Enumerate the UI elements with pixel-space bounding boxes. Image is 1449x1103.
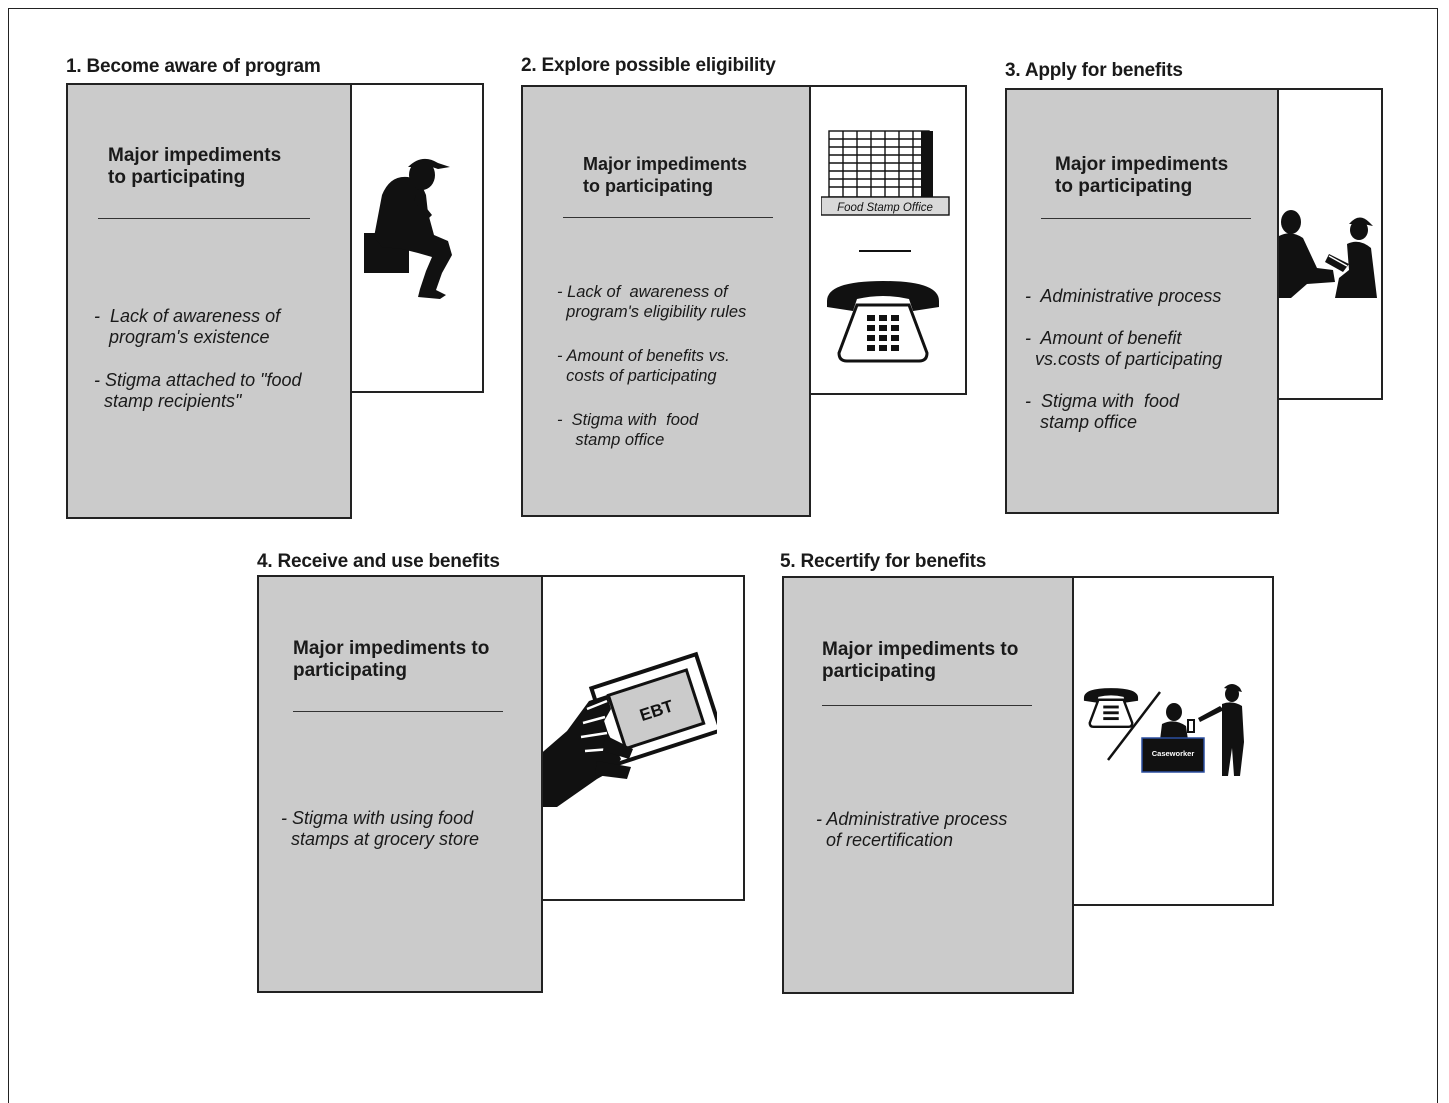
- panel-heading: Major impediments to participating: [583, 154, 748, 196]
- picture-panel: EBT: [535, 575, 745, 901]
- office-label: Food Stamp Office: [837, 202, 933, 214]
- interview-people-icon: [1277, 208, 1381, 304]
- divider: [98, 218, 310, 219]
- caseworker-desk-icon: Caseworker: [1140, 682, 1260, 782]
- panel-heading: Major impediments to participating: [822, 639, 1019, 682]
- text-panel: Major impediments to participating - Lac…: [521, 85, 811, 517]
- picture-panel: [346, 83, 484, 393]
- text-panel: Major impediments to participating - Lac…: [66, 83, 352, 519]
- text-panel: Major impediments to participating - Sti…: [257, 575, 543, 993]
- text-panel: Major impediments to participating - Adm…: [1005, 88, 1279, 514]
- impediment-item: - Amount of benefit vs.costs of particip…: [1025, 328, 1223, 369]
- impediment-item: - Stigma with using food stamps at groce…: [281, 808, 480, 849]
- panel-heading: Major impediments to participating: [1055, 154, 1229, 197]
- panel-heading: Major impediments to participating: [108, 145, 282, 188]
- telephone-icon: [1082, 685, 1140, 729]
- picture-panel: Caseworker: [1066, 576, 1274, 906]
- impediment-item: - Lack of awareness of program's eligibi…: [557, 283, 747, 321]
- impediment-item: - Amount of benefits vs. costs of partic…: [557, 347, 730, 385]
- impediment-item: - Stigma attached to "food stamp recipie…: [94, 370, 302, 411]
- picture-panel: [1271, 88, 1383, 400]
- impediment-item: - Stigma with food stamp office: [1025, 391, 1180, 432]
- divider: [1041, 218, 1251, 219]
- slash-divider: [1104, 690, 1164, 762]
- picture-panel: Food Stamp Office: [803, 85, 967, 395]
- divider: [293, 711, 503, 712]
- hand-holding-card-icon: EBT: [537, 639, 717, 809]
- divider: [859, 250, 911, 252]
- thinking-person-icon: [362, 155, 462, 305]
- panel-heading: Major impediments to participating: [293, 638, 490, 681]
- stage-title: 3. Apply for benefits: [1005, 60, 1183, 81]
- stage-title: 1. Become aware of program: [66, 56, 321, 77]
- impediment-item: - Stigma with food stamp office: [557, 411, 699, 449]
- divider: [563, 217, 773, 218]
- impediment-item: - Administrative process of recertificat…: [816, 809, 1008, 850]
- telephone-icon: [823, 275, 943, 365]
- stage-title: 5. Recertify for benefits: [780, 551, 987, 572]
- figure-frame: [8, 8, 1438, 1103]
- office-building-icon: Food Stamp Office: [821, 127, 951, 227]
- stage-title: 2. Explore possible eligibility: [521, 55, 776, 76]
- desk-label: Caseworker: [1152, 749, 1195, 758]
- divider: [822, 705, 1032, 706]
- text-panel: Major impediments to participating - Adm…: [782, 576, 1074, 994]
- impediment-item: - Administrative process: [1025, 286, 1222, 306]
- impediment-item: - Lack of awareness of program's existen…: [94, 306, 281, 347]
- stage-title: 4. Receive and use benefits: [257, 551, 500, 572]
